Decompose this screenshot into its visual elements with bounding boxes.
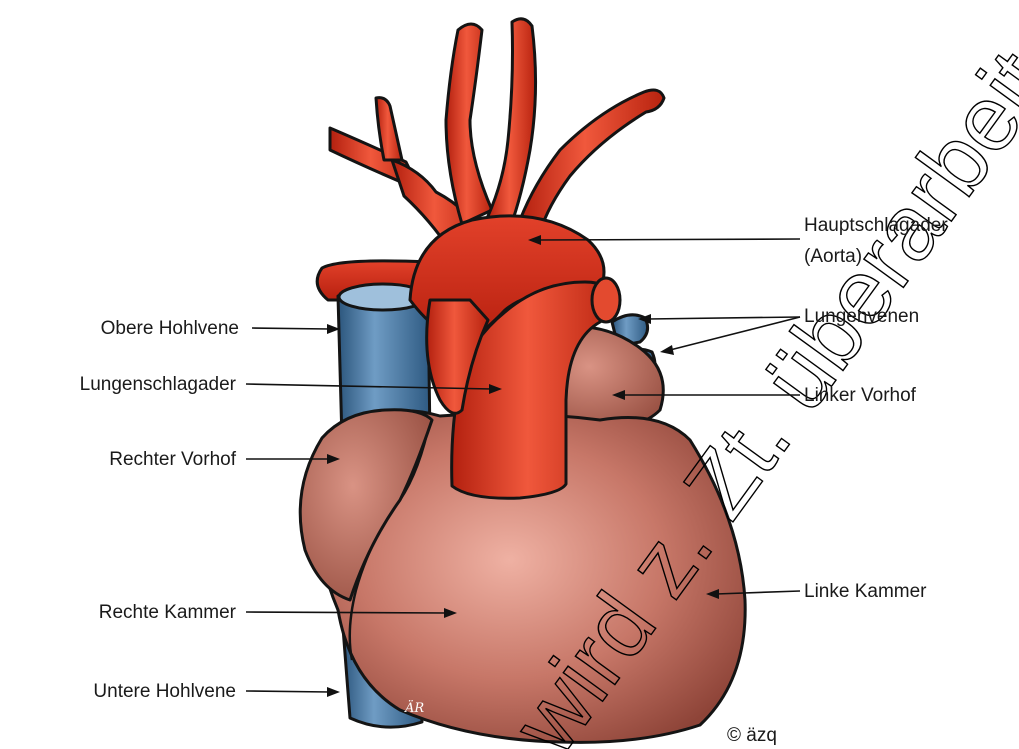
label-aorta-line2: (Aorta) bbox=[804, 246, 862, 267]
label-left-ventricle: Linke Kammer bbox=[804, 581, 927, 602]
label-left-atrium: Linker Vorhof bbox=[804, 385, 917, 406]
label-pulmonary-artery: Lungenschlagader bbox=[80, 374, 237, 395]
left-subclavian bbox=[488, 19, 536, 228]
pulmonary-veins-arrowhead-2 bbox=[660, 345, 674, 355]
superior-vena-cava-leader bbox=[252, 328, 330, 329]
aorta-leader bbox=[538, 239, 800, 240]
pulmonary-veins-leader-1 bbox=[648, 317, 800, 319]
pulmonary-trunk-opening bbox=[592, 278, 620, 322]
label-pulmonary-veins: Lungenvenen bbox=[804, 306, 919, 327]
heart-illustration: ÄR bbox=[300, 19, 745, 743]
aortic-branch-right bbox=[520, 90, 664, 232]
label-right-atrium: Rechter Vorhof bbox=[109, 449, 236, 470]
label-aorta-line1: Hauptschlagader bbox=[804, 215, 948, 236]
label-superior-vena-cava: Obere Hohlvene bbox=[101, 318, 239, 339]
artist-signature: ÄR bbox=[404, 699, 424, 716]
label-right-ventricle: Rechte Kammer bbox=[99, 602, 237, 623]
left-common-carotid bbox=[446, 24, 492, 224]
label-inferior-vena-cava: Untere Hohlvene bbox=[93, 681, 236, 702]
copyright-notice: © äzq bbox=[727, 725, 777, 746]
right-ventricle-leader bbox=[246, 612, 447, 613]
inferior-vena-cava-arrowhead bbox=[327, 687, 340, 697]
inferior-vena-cava-leader bbox=[246, 691, 330, 692]
